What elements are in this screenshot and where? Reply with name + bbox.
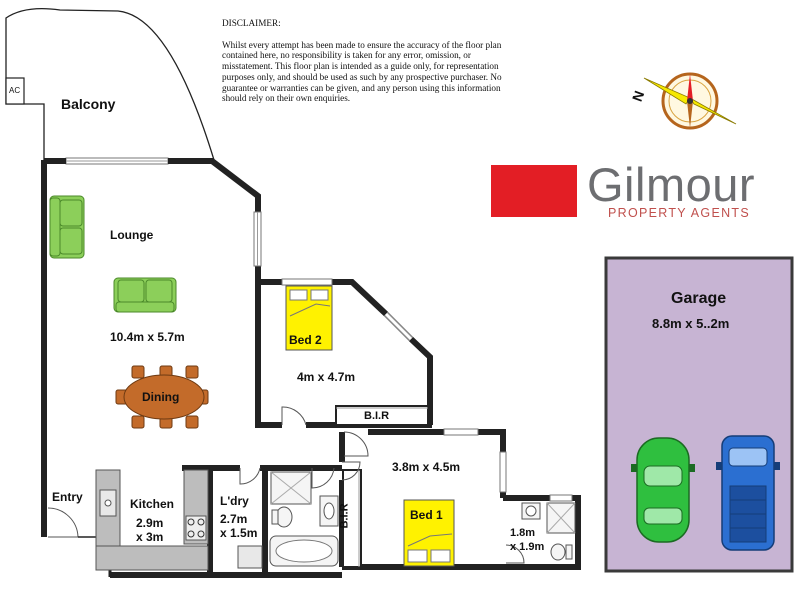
laundry-dimensions-2: x 1.5m — [220, 526, 258, 540]
ensuite-dimensions-2: x 1.9m — [510, 541, 545, 553]
balcony-label: Balcony — [61, 96, 116, 112]
balcony-outline — [5, 7, 215, 161]
blue-ute — [716, 435, 780, 551]
living-dimensions: 10.4m x 5.7m — [110, 330, 185, 344]
ensuite-dimensions-1: 1.8m — [510, 527, 536, 539]
laundry-tub — [237, 545, 263, 569]
sofa-vertical — [49, 195, 85, 259]
entry-label: Entry — [52, 490, 83, 504]
compass-icon — [643, 72, 737, 130]
bed2-window — [281, 278, 333, 286]
laundry-dimensions-1: 2.7m — [220, 512, 248, 526]
dining-label: Dining — [142, 390, 180, 404]
disclaimer: DISCLAIMER: Whilst every attempt has bee… — [222, 18, 572, 104]
kitchen-dimensions-2: x 3m — [136, 530, 164, 544]
bed2-dimensions: 4m x 4.7m — [297, 370, 356, 384]
green-car — [631, 437, 695, 543]
ac-unit — [5, 77, 25, 105]
bir-side-box — [342, 469, 362, 568]
bed1-bed — [403, 499, 455, 567]
disclaimer-line: contained here, no responsibility is tak… — [222, 50, 471, 61]
disclaimer-line: should rely on their own enquiries. — [222, 93, 351, 104]
logo-subtitle: PROPERTY AGENTS — [608, 206, 750, 220]
ac-label: AC — [9, 86, 21, 95]
disclaimer-title: DISCLAIMER: — [222, 18, 281, 28]
disclaimer-line: guarantee or warranties can be given, an… — [222, 82, 501, 93]
kitchen-label: Kitchen — [130, 497, 175, 511]
disclaimer-line: purposes only, and should be used as suc… — [222, 71, 502, 82]
bed1-window — [443, 428, 479, 436]
dining-set — [115, 365, 209, 429]
bed1-label: Bed 1 — [410, 508, 443, 522]
sofa-horizontal — [113, 277, 177, 313]
bed2-bed — [285, 285, 333, 351]
logo-red-block — [491, 165, 577, 217]
kitchen-counter-bottom — [95, 545, 209, 571]
laundry-label: L'dry — [220, 494, 249, 508]
disclaimer-line: Whilst every attempt has been made to en… — [222, 39, 502, 50]
kitchen-dimensions-1: 2.9m — [136, 516, 164, 530]
bed1-dimensions: 3.8m x 4.5m — [392, 460, 461, 474]
bir-top-label: B.I.R — [364, 410, 390, 422]
disclaimer-line: misstatement. This floor plan is intende… — [222, 61, 499, 72]
lounge-label: Lounge — [110, 228, 154, 242]
logo-name: Gilmour — [587, 158, 756, 211]
garage-label: Garage — [671, 290, 727, 307]
bir-side-label: B.I.R — [338, 503, 351, 529]
garage-dimensions: 8.8m x 5..2m — [652, 316, 730, 331]
bed2-label: Bed 2 — [289, 333, 322, 347]
bir-top-box — [335, 405, 429, 426]
